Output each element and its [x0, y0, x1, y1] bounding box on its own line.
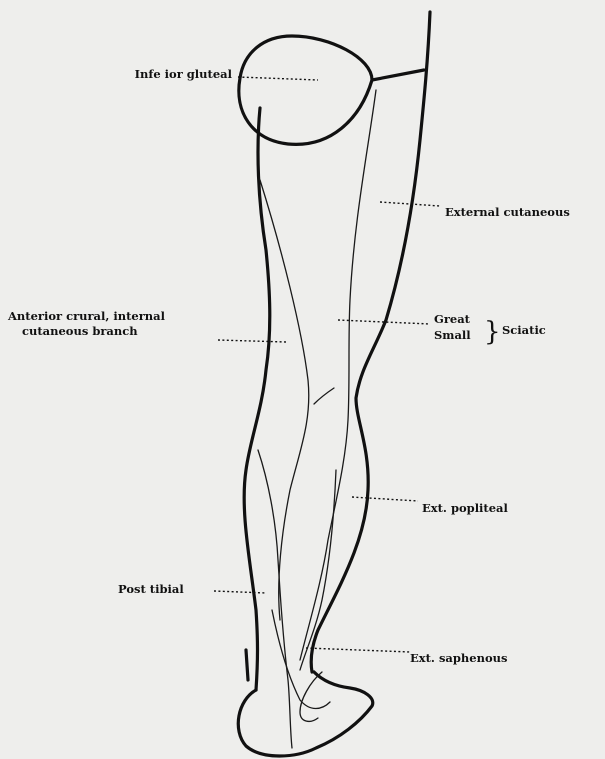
label-anterior-crural-line2: cutaneous branch [22, 324, 138, 338]
ankle-mark-outline [246, 650, 248, 680]
label-external-cutaneous: External cutaneous [445, 205, 570, 219]
hip-top-outline [372, 70, 424, 80]
labels: Infe ior gluteal External cutaneous Ante… [7, 67, 570, 665]
label-ext-saphenous: Ext. saphenous [410, 651, 507, 665]
popliteal-curve [314, 388, 334, 404]
ankle-bone-line [300, 672, 322, 721]
heel-outline [238, 672, 373, 756]
leader-external-cutaneous [380, 202, 440, 206]
label-ext-popliteal: Ext. popliteal [422, 501, 509, 515]
leader-anterior-crural [218, 340, 286, 342]
label-inferior-gluteal: Infe ior gluteal [135, 67, 233, 81]
leader-ext-saphenous [306, 648, 410, 652]
leader-lines [214, 77, 440, 652]
inner-thigh-line [260, 180, 309, 620]
label-anterior-crural-line1: Anterior crural, internal [7, 309, 166, 323]
label-great: Great [434, 312, 471, 326]
sciatic-brace: } [484, 317, 501, 347]
inner-leg-outline [244, 108, 270, 690]
label-small: Small [434, 328, 471, 342]
sciatic-line [300, 90, 376, 660]
leader-post-tibial [214, 591, 266, 593]
label-post-tibial: Post tibial [118, 582, 184, 596]
leader-ext-popliteal [352, 497, 418, 501]
calf-line-left [258, 450, 292, 748]
leg-illustration [238, 12, 430, 756]
leader-inferior-gluteal [238, 77, 318, 80]
label-sciatic: Sciatic [502, 323, 546, 337]
outer-leg-outline [311, 12, 430, 672]
